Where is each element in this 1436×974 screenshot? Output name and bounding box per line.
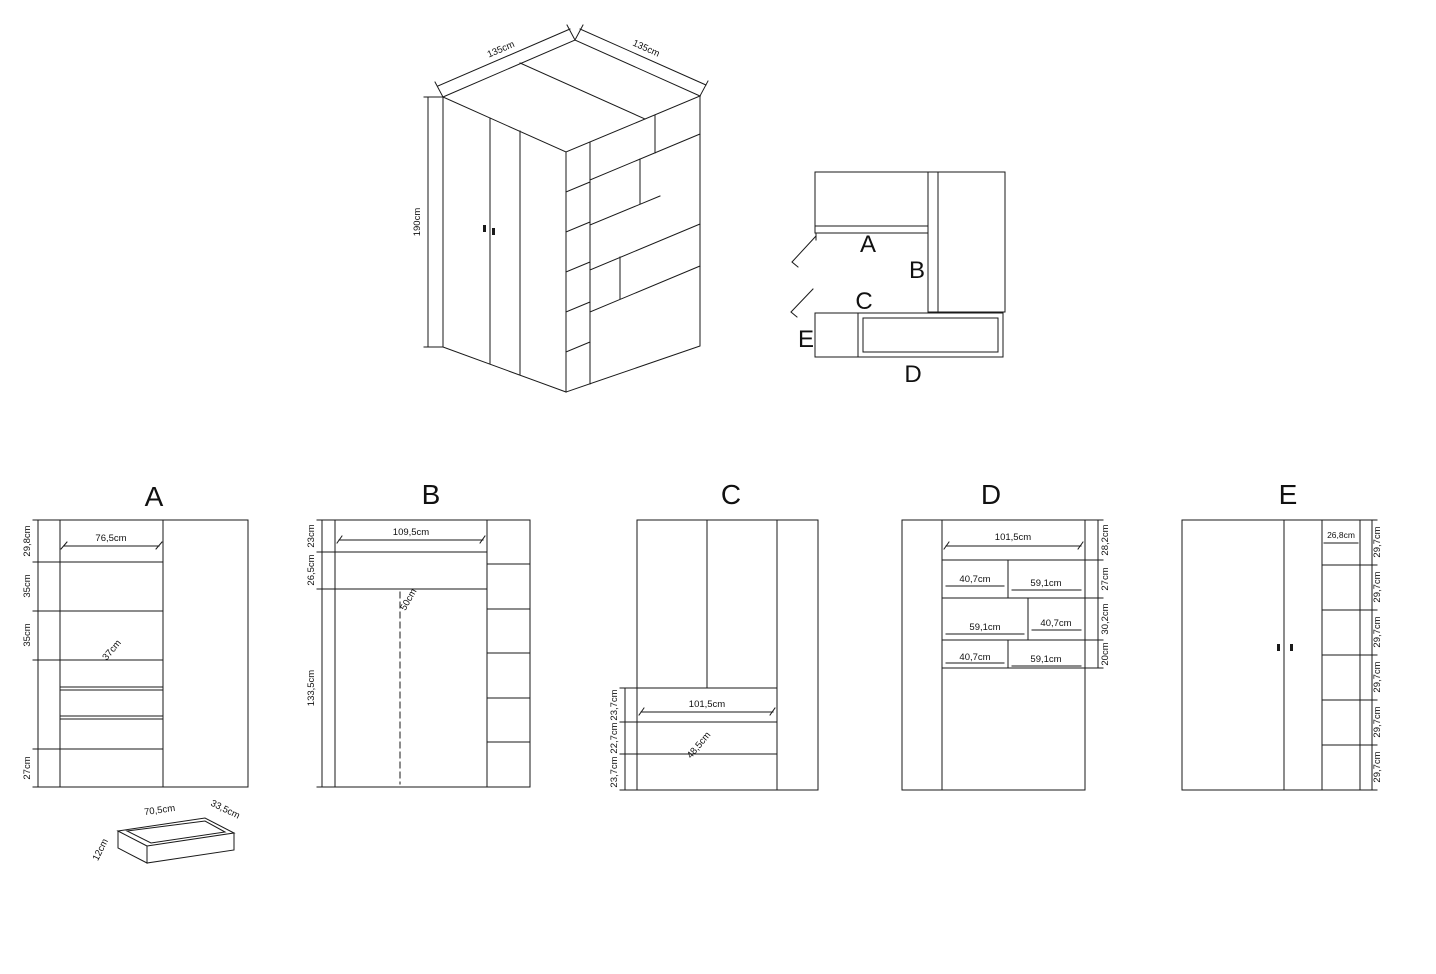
cabinet-outline bbox=[636, 519, 819, 791]
view-title-a: A bbox=[145, 481, 164, 512]
dim-label: 40,7cm bbox=[959, 652, 990, 663]
dim-label: 29,8cm bbox=[22, 525, 33, 556]
dim-label: 26,5cm bbox=[306, 554, 317, 585]
plan-open-doors bbox=[790, 232, 817, 318]
dim-label: 59,1cm bbox=[969, 622, 1000, 633]
dim-label: 29,7cm bbox=[1372, 751, 1383, 782]
plan-label-d: D bbox=[904, 361, 921, 388]
elevation-e: E 26,8cm 29,7cm 29,7cm 29,7cm 29,7cm 29,… bbox=[1181, 479, 1383, 791]
dim-label: 12cm bbox=[91, 837, 111, 863]
dim-label: 23,7cm bbox=[609, 689, 620, 720]
dimension-lines bbox=[943, 519, 1104, 669]
dim-label: 26,8cm bbox=[1327, 530, 1355, 540]
isometric-view: 190cm 135cm 135cm bbox=[412, 24, 709, 393]
dim-label: 37cm bbox=[100, 638, 123, 663]
dim-label: 109,5cm bbox=[393, 527, 430, 538]
shelf-lines bbox=[59, 561, 164, 750]
door-handle bbox=[483, 225, 486, 232]
view-title-e: E bbox=[1279, 479, 1298, 510]
dim-label: 28,2cm bbox=[1100, 524, 1111, 555]
dim-label: 27cm bbox=[22, 756, 33, 779]
dimension-lines bbox=[1323, 519, 1378, 791]
view-title-c: C bbox=[721, 479, 741, 510]
dim-label: 23,7cm bbox=[609, 756, 620, 787]
dim-label: 22,7cm bbox=[609, 722, 620, 753]
door-seams bbox=[489, 117, 521, 376]
dim-label: 40,7cm bbox=[1040, 618, 1071, 629]
dim-label: 27cm bbox=[1100, 567, 1111, 590]
plan-label-e: E bbox=[798, 326, 814, 353]
dim-label: 59,1cm bbox=[1030, 654, 1061, 665]
plan-section-a bbox=[814, 171, 929, 234]
door-handle bbox=[1277, 644, 1280, 651]
shelf-lines bbox=[636, 687, 778, 755]
dim-label: 76,5cm bbox=[95, 533, 126, 544]
drawer-body bbox=[116, 817, 236, 864]
dim-label: 101,5cm bbox=[995, 532, 1032, 543]
plan-section-d bbox=[857, 312, 1004, 358]
dim-label: 70,5cm bbox=[143, 803, 175, 818]
plan-label-c: C bbox=[855, 288, 872, 315]
dim-label: 30,2cm bbox=[1100, 603, 1111, 634]
dim-label: 33,5cm bbox=[209, 798, 242, 822]
shelf-lines bbox=[334, 551, 488, 590]
dim-label: 29,7cm bbox=[1372, 706, 1383, 737]
elevation-b: B 109,5cm 50cm 23cm 26,5cm 133,5cm bbox=[306, 479, 531, 788]
shelf-lines bbox=[565, 114, 701, 385]
elevation-c: C 101,5cm 48,5cm 23,7cm 22,7cm 23,7cm bbox=[609, 479, 819, 791]
dim-label: 35cm bbox=[22, 574, 33, 597]
top-panel-seam bbox=[519, 62, 646, 120]
dim-label: 48,5cm bbox=[685, 730, 714, 761]
dim-label: 20cm bbox=[1100, 642, 1111, 665]
drawer-cavity bbox=[125, 820, 227, 844]
dim-label: 101,5cm bbox=[689, 699, 726, 710]
dim-label: 29,7cm bbox=[1372, 571, 1383, 602]
dim-label: 35cm bbox=[22, 623, 33, 646]
dimension-lines bbox=[316, 519, 486, 788]
depth-dimension-label: 135cm bbox=[631, 38, 662, 60]
dimension-lines bbox=[619, 687, 776, 791]
drawer-detail: 70,5cm 33,5cm 12cm bbox=[91, 798, 242, 864]
cabinet-outline bbox=[59, 519, 249, 788]
dim-label: 133,5cm bbox=[306, 670, 317, 707]
column-shelves bbox=[486, 563, 531, 743]
dim-label: 40,7cm bbox=[959, 574, 990, 585]
plan-label-a: A bbox=[860, 231, 876, 258]
dim-label: 50cm bbox=[398, 587, 419, 613]
plan-section-d-inner bbox=[862, 317, 999, 353]
cabinet-outline bbox=[901, 519, 1086, 791]
wardrobe-outline bbox=[441, 39, 702, 393]
dim-label: 29,7cm bbox=[1372, 616, 1383, 647]
view-title-b: B bbox=[422, 479, 441, 510]
elevation-a: A 29,8cm 35cm 35cm 27cm 76,5cm 37cm 70,5… bbox=[22, 481, 249, 864]
dim-label: 59,1cm bbox=[1030, 578, 1061, 589]
height-dimension-label: 190cm bbox=[412, 208, 423, 237]
plan-section-e bbox=[814, 312, 859, 358]
dim-label: 29,7cm bbox=[1372, 526, 1383, 557]
plan-section-b bbox=[927, 171, 1006, 313]
door-handle bbox=[1290, 644, 1293, 651]
view-title-d: D bbox=[981, 479, 1001, 510]
elevation-d: D 101,5cm 40,7cm 59,1cm 59,1cm 40,7cm 40… bbox=[901, 479, 1111, 791]
dimension-lines bbox=[423, 24, 709, 348]
dim-label: 29,7cm bbox=[1372, 661, 1383, 692]
plan-label-b: B bbox=[909, 257, 925, 284]
width-dimension-label: 135cm bbox=[486, 39, 517, 60]
dim-label: 23cm bbox=[306, 524, 317, 547]
shelf-lines bbox=[941, 559, 1086, 669]
dimension-lines bbox=[32, 519, 163, 788]
door-handle bbox=[492, 228, 495, 235]
plan-view: A B C D E bbox=[790, 171, 1006, 388]
column-shelves bbox=[1321, 564, 1361, 746]
